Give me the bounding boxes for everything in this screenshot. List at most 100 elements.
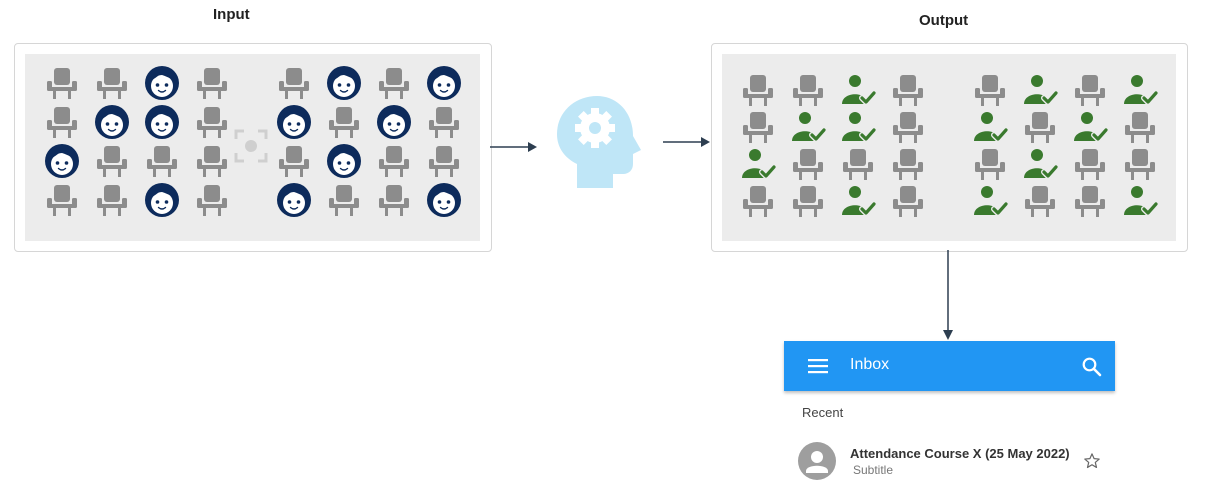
- person-check-icon: [1020, 144, 1060, 184]
- inbox-app-bar: Inbox: [784, 341, 1115, 391]
- chair-icon-graphic: [975, 149, 1005, 180]
- chair-icon: [42, 180, 82, 220]
- person-face-icon: [42, 141, 82, 181]
- chair-icon: [324, 180, 364, 220]
- person-face-icon: [142, 63, 182, 103]
- chair-icon-graphic: [975, 75, 1005, 106]
- star-icon[interactable]: [1083, 452, 1101, 470]
- person-check-icon: [738, 144, 778, 184]
- menu-icon[interactable]: [808, 357, 828, 375]
- inbox-title: Inbox: [850, 356, 890, 373]
- person-face-icon: [424, 63, 464, 103]
- chair-icon: [888, 70, 928, 110]
- chair-icon: [92, 180, 132, 220]
- chair-icon: [788, 70, 828, 110]
- person-face-icon: [324, 63, 364, 103]
- person-face-icon-graphic: [145, 105, 179, 139]
- person-check-icon: [838, 107, 878, 147]
- person-check-icon-graphic: [1024, 149, 1059, 179]
- arrow-to-processor: [490, 140, 540, 154]
- chair-icon: [374, 141, 414, 181]
- chair-icon: [738, 107, 778, 147]
- head-gear-icon: [553, 92, 645, 192]
- person-check-icon-graphic: [1074, 112, 1109, 142]
- person-face-icon-graphic: [327, 66, 361, 100]
- chair-icon-graphic: [379, 146, 409, 177]
- person-check-icon: [970, 181, 1010, 221]
- chair-icon-graphic: [1075, 186, 1105, 217]
- chair-icon: [788, 144, 828, 184]
- chair-icon: [788, 181, 828, 221]
- person-face-icon: [374, 102, 414, 142]
- person-check-icon-graphic: [1124, 186, 1159, 216]
- chair-icon-graphic: [893, 149, 923, 180]
- chair-icon: [1020, 107, 1060, 147]
- chair-icon: [142, 141, 182, 181]
- chair-icon: [374, 180, 414, 220]
- chair-icon: [192, 180, 232, 220]
- chair-icon-graphic: [893, 112, 923, 143]
- chair-icon-graphic: [97, 146, 127, 177]
- chair-icon: [424, 102, 464, 142]
- chair-icon: [888, 144, 928, 184]
- message-subtitle: Subtitle: [853, 463, 894, 477]
- avatar: [798, 442, 836, 480]
- person-check-icon: [1120, 181, 1160, 221]
- person-check-icon-graphic: [842, 186, 877, 216]
- person-face-icon-graphic: [277, 183, 311, 217]
- person-check-icon: [1070, 107, 1110, 147]
- chair-icon-graphic: [47, 68, 77, 99]
- chair-icon-graphic: [1125, 149, 1155, 180]
- chair-icon-graphic: [329, 107, 359, 138]
- person-face-icon-graphic: [145, 183, 179, 217]
- chair-icon: [970, 144, 1010, 184]
- chair-icon-graphic: [429, 107, 459, 138]
- face-detect-icon: [231, 126, 271, 166]
- person-face-icon-graphic: [45, 144, 79, 178]
- person-face-icon-graphic: [277, 105, 311, 139]
- message-title[interactable]: Attendance Course X (25 May 2022): [850, 446, 1070, 461]
- chair-icon-graphic: [279, 146, 309, 177]
- chair-icon-graphic: [1025, 186, 1055, 217]
- person-face-icon-graphic: [377, 105, 411, 139]
- chair-icon: [92, 63, 132, 103]
- person-face-icon: [142, 180, 182, 220]
- chair-icon: [888, 107, 928, 147]
- chair-icon-graphic: [197, 107, 227, 138]
- chair-icon: [324, 102, 364, 142]
- chair-icon: [42, 102, 82, 142]
- person-check-icon: [838, 70, 878, 110]
- person-face-icon: [142, 102, 182, 142]
- person-check-icon: [788, 107, 828, 147]
- person-check-icon: [1020, 70, 1060, 110]
- person-face-icon: [274, 180, 314, 220]
- chair-icon-graphic: [197, 185, 227, 216]
- chair-icon: [92, 141, 132, 181]
- chair-icon-graphic: [843, 149, 873, 180]
- chair-icon: [1070, 181, 1110, 221]
- chair-icon-graphic: [379, 185, 409, 216]
- search-icon[interactable]: [1081, 356, 1103, 378]
- chair-icon-graphic: [197, 146, 227, 177]
- chair-icon-graphic: [379, 68, 409, 99]
- person-face-icon: [424, 180, 464, 220]
- chair-icon-graphic: [197, 68, 227, 99]
- chair-icon-graphic: [97, 185, 127, 216]
- chair-icon: [274, 63, 314, 103]
- chair-icon-graphic: [893, 75, 923, 106]
- chair-icon: [1020, 181, 1060, 221]
- arrow-to-inbox: [941, 250, 955, 342]
- chair-icon-graphic: [743, 186, 773, 217]
- chair-icon: [738, 181, 778, 221]
- chair-icon-graphic: [893, 186, 923, 217]
- chair-icon-graphic: [279, 68, 309, 99]
- chair-icon: [192, 141, 232, 181]
- person-face-icon: [92, 102, 132, 142]
- arrow-to-output: [663, 135, 713, 149]
- chair-icon-graphic: [1075, 149, 1105, 180]
- chair-icon: [274, 141, 314, 181]
- person-check-icon-graphic: [792, 112, 827, 142]
- chair-icon-graphic: [1025, 112, 1055, 143]
- person-check-icon-graphic: [742, 149, 777, 179]
- person-check-icon-graphic: [1024, 75, 1059, 105]
